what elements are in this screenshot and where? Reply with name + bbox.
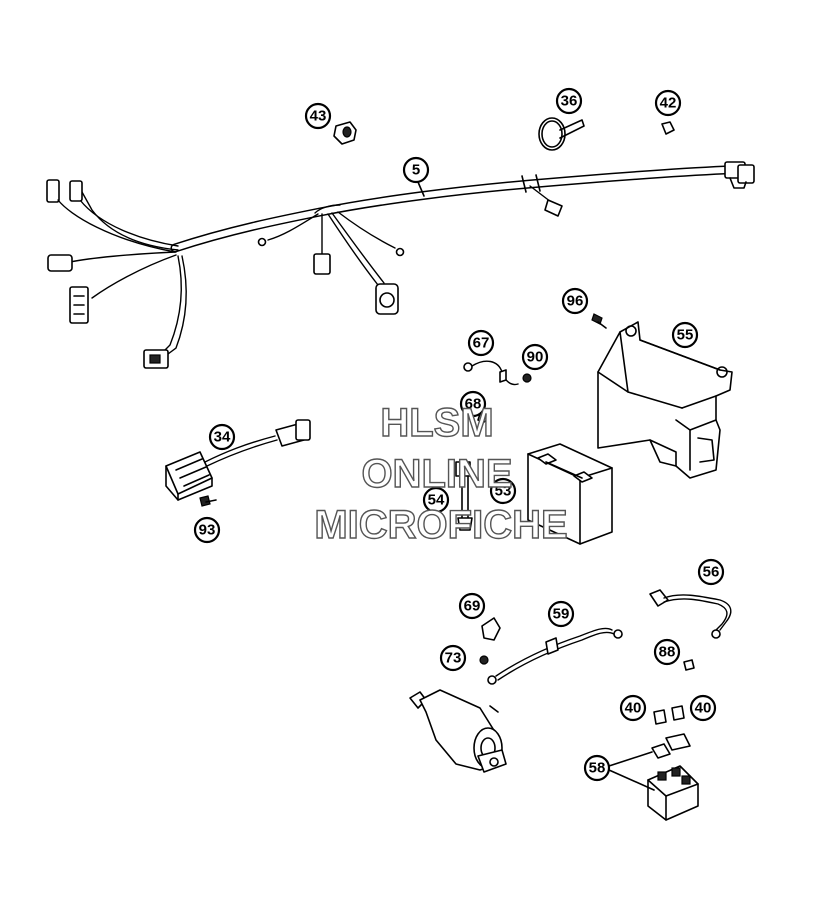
- fuse-40-right[interactable]: [671, 705, 685, 721]
- callout-53-label: 53: [495, 483, 512, 500]
- callout-68[interactable]: 68: [459, 390, 487, 418]
- callout-96[interactable]: 96: [561, 287, 589, 315]
- screw-90[interactable]: [522, 373, 532, 383]
- cable-tie-36[interactable]: [538, 117, 585, 151]
- callout-69-label: 69: [464, 598, 481, 615]
- callout-5[interactable]: 5: [402, 156, 430, 184]
- starter-motor[interactable]: [409, 689, 507, 773]
- callout-40-left[interactable]: 40: [619, 694, 647, 722]
- callout-53[interactable]: 53: [489, 477, 517, 505]
- callout-55-label: 55: [677, 327, 694, 344]
- callout-59[interactable]: 59: [547, 600, 575, 628]
- callout-88-label: 88: [659, 644, 676, 661]
- callout-90[interactable]: 90: [521, 343, 549, 371]
- battery-holder-55[interactable]: [597, 321, 733, 479]
- callout-40-right[interactable]: 40: [689, 694, 717, 722]
- callout-42[interactable]: 42: [654, 89, 682, 117]
- starter-relay-58[interactable]: [647, 733, 699, 821]
- cable-56[interactable]: [649, 589, 732, 639]
- callout-67-label: 67: [473, 335, 490, 352]
- watermark-line-2: ONLINE: [361, 452, 512, 496]
- watermark-line-3: MICROFICHE: [314, 503, 567, 547]
- cable-67[interactable]: [463, 360, 519, 386]
- callout-59-label: 59: [553, 606, 570, 623]
- callout-67[interactable]: 67: [467, 329, 495, 357]
- battery-53[interactable]: [527, 443, 613, 545]
- bolt-93[interactable]: [199, 495, 217, 507]
- grommet-43[interactable]: [333, 121, 357, 145]
- callout-43[interactable]: 43: [304, 102, 332, 130]
- callout-56-label: 56: [703, 564, 720, 581]
- callout-90-label: 90: [527, 349, 544, 366]
- watermark: HLSM ONLINE MICROFICHE: [314, 400, 569, 547]
- callout-55[interactable]: 55: [671, 321, 699, 349]
- screw-88[interactable]: [683, 659, 695, 671]
- callout-34[interactable]: 34: [208, 423, 236, 451]
- callout-68-label: 68: [465, 396, 482, 413]
- callout-88[interactable]: 88: [653, 638, 681, 666]
- cable-59[interactable]: [487, 627, 623, 685]
- callout-40-left-label: 40: [625, 700, 642, 717]
- callout-69[interactable]: 69: [458, 592, 486, 620]
- callout-54[interactable]: 54: [422, 486, 450, 514]
- callout-5-label: 5: [412, 162, 420, 179]
- callout-93[interactable]: 93: [193, 516, 221, 544]
- battery-strap-54[interactable]: [455, 461, 473, 531]
- callout-54-label: 54: [428, 492, 445, 509]
- callout-36-label: 36: [561, 93, 578, 110]
- clip-42[interactable]: [661, 121, 675, 135]
- callout-42-label: 42: [660, 95, 677, 112]
- regulator-34[interactable]: [165, 419, 311, 501]
- nut-73[interactable]: [479, 655, 489, 665]
- watermark-line-1: HLSM: [380, 401, 493, 445]
- callout-56[interactable]: 56: [697, 558, 725, 586]
- callout-96-label: 96: [567, 293, 584, 310]
- callout-40-right-label: 40: [695, 700, 712, 717]
- callout-36[interactable]: 36: [555, 87, 583, 115]
- fuse-40-left[interactable]: [653, 709, 667, 725]
- terminal-cap-69[interactable]: [481, 617, 501, 641]
- callout-58-label: 58: [589, 760, 606, 777]
- screw-96[interactable]: [591, 313, 607, 329]
- callout-34-label: 34: [214, 429, 231, 446]
- wiring-harness[interactable]: [46, 161, 755, 369]
- callout-43-label: 43: [310, 108, 327, 125]
- nut-68[interactable]: [477, 411, 491, 423]
- callout-58[interactable]: 58: [583, 754, 611, 782]
- callout-73[interactable]: 73: [439, 644, 467, 672]
- callout-73-label: 73: [445, 650, 462, 667]
- callout-93-label: 93: [199, 522, 216, 539]
